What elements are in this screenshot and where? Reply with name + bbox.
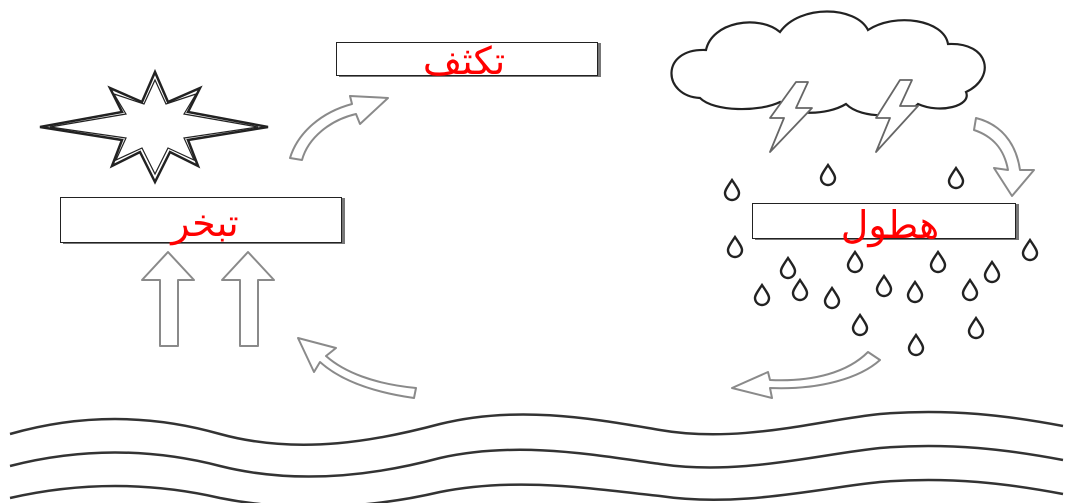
- raindrop-icon: [931, 252, 945, 272]
- raindrop-icon: [825, 288, 839, 308]
- raindrop-icon: [848, 252, 862, 272]
- raindrop-icon: [963, 280, 977, 300]
- up-arrow-icon: [142, 252, 274, 346]
- raindrop-icon: [949, 168, 963, 188]
- raindrop-icon: [781, 258, 795, 278]
- raindrop-icon: [909, 335, 923, 355]
- cloud-icon: [671, 12, 984, 116]
- evaporation-label: تبخر: [150, 204, 260, 242]
- raindrop-icon: [969, 318, 983, 338]
- raindrop-icon: [725, 180, 739, 200]
- raindrop-icon: [1023, 240, 1037, 260]
- water-waves-icon: [10, 412, 1063, 503]
- raindrop-icon: [793, 280, 807, 300]
- sun-icon: [40, 72, 268, 182]
- precipitation-label: هطول: [820, 206, 960, 244]
- condensation-label: تكثف: [404, 42, 524, 80]
- raindrops: [725, 165, 1037, 355]
- raindrop-icon: [755, 285, 769, 305]
- raindrop-icon: [853, 315, 867, 335]
- raindrop-icon: [821, 165, 835, 185]
- raindrop-icon: [877, 276, 891, 296]
- raindrop-icon: [728, 237, 742, 257]
- raindrop-icon: [985, 262, 999, 282]
- raindrop-icon: [908, 282, 922, 302]
